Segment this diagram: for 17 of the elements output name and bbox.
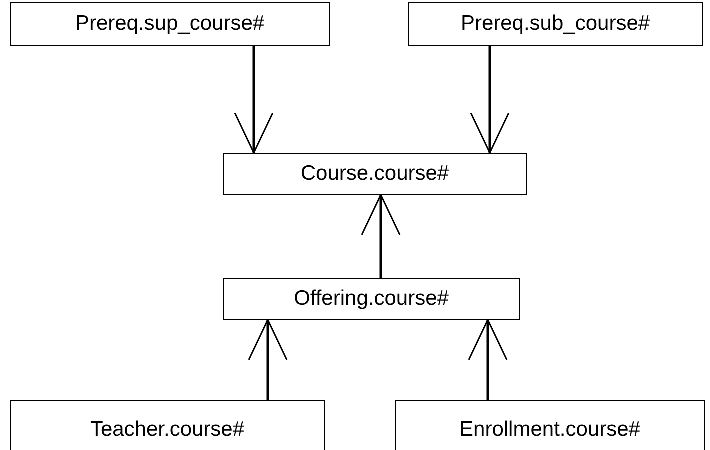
column-label: Prereq.sub_course# — [460, 12, 650, 36]
column-label: Prereq.sup_course# — [75, 12, 265, 36]
table-column-box — [10, 2, 330, 46]
column-label: Course.course# — [300, 162, 450, 186]
arrow — [248, 319, 288, 400]
arrow — [361, 194, 401, 278]
arrow — [468, 319, 508, 400]
table-column-box — [223, 153, 527, 195]
table-column-box — [10, 400, 325, 450]
column-label: Teacher.course# — [90, 418, 245, 442]
table-column-box — [223, 278, 520, 320]
table-column-box — [395, 400, 705, 450]
table-column-box — [408, 2, 703, 46]
arrow — [470, 46, 510, 154]
arrow — [234, 46, 274, 154]
column-label: Enrollment.course# — [460, 418, 640, 442]
column-label: Offering.course# — [294, 287, 449, 311]
